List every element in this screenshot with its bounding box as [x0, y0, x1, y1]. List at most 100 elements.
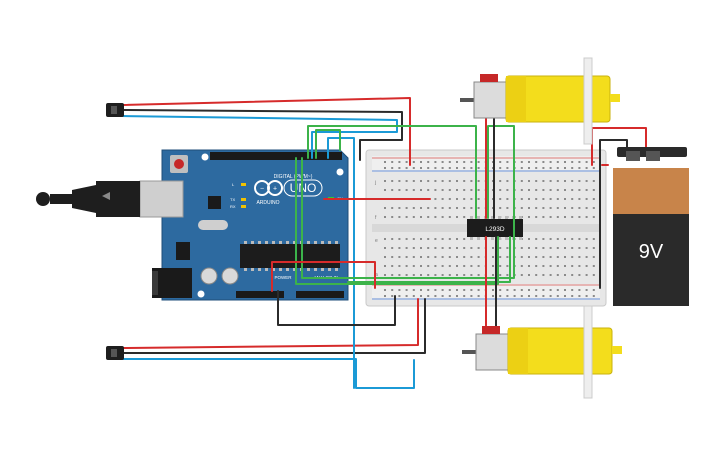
chip-pin [321, 268, 324, 271]
breadboard-hole [571, 256, 574, 258]
breadboard-hole [441, 238, 444, 240]
breadboard-hole [528, 207, 530, 209]
chip-pin [293, 268, 296, 271]
rail-hole [434, 161, 437, 163]
chip-pin [251, 241, 254, 244]
rail-hole [535, 167, 538, 169]
power-label: POWER [274, 275, 292, 280]
rail-hole [448, 167, 451, 169]
breadboard-hole [420, 189, 422, 191]
rail-hole [420, 289, 422, 291]
chip-pin [335, 241, 338, 244]
motor-shaft [583, 57, 593, 145]
breadboard-hole [549, 256, 552, 258]
breadboard-hole [384, 265, 386, 267]
breadboard-hole [592, 189, 595, 191]
power-header [236, 291, 284, 298]
rail-hole [398, 167, 401, 169]
chip-pin [258, 268, 261, 271]
breadboard-hole [384, 238, 386, 240]
breadboard-hole [448, 274, 451, 276]
breadboard-hole [463, 238, 466, 240]
rail-hole [506, 289, 509, 291]
breadboard-hole [571, 180, 574, 182]
ic-pin [498, 216, 501, 219]
breadboard-hole [578, 207, 581, 209]
breadboard-hole [528, 247, 530, 249]
arduino-logo: − + [254, 180, 283, 196]
wire-black [121, 298, 426, 354]
breadboard-hole [528, 238, 530, 240]
usb-cable [36, 181, 140, 217]
breadboard-hole [542, 238, 545, 240]
usb-plug [96, 181, 140, 217]
digital-header [210, 152, 342, 160]
breadboard-hole [434, 216, 437, 218]
breadboard-hole [535, 216, 538, 218]
breadboard-hole [492, 274, 494, 276]
breadboard-hole [592, 198, 595, 200]
rail-hole [456, 289, 458, 291]
breadboard-hole [528, 265, 530, 267]
rail-hole [405, 295, 408, 297]
breadboard-hole [441, 265, 444, 267]
rail-hole [564, 289, 566, 291]
chip-pin [279, 268, 282, 271]
rail-hole [398, 289, 401, 291]
breadboard-hole [398, 216, 401, 218]
rail-hole [384, 167, 386, 169]
breadboard-hole [499, 189, 502, 191]
rail-hole [542, 167, 545, 169]
breadboard-hole [535, 265, 538, 267]
dc-power-jack[interactable] [152, 268, 192, 298]
breadboard-hole [456, 180, 458, 182]
voltage-regulator [176, 242, 190, 260]
chip-pin [328, 241, 331, 244]
breadboard-hole [549, 180, 552, 182]
reset-button-cap[interactable] [174, 159, 184, 169]
breadboard-hole [520, 189, 523, 191]
wire-blue [121, 115, 398, 159]
svg-text:−: − [260, 186, 264, 193]
breadboard-hole [391, 265, 394, 267]
breadboard-hole [506, 256, 509, 258]
rail-hole [592, 161, 595, 163]
rail-hole [578, 167, 581, 169]
breadboard-hole [506, 189, 509, 191]
breadboard-hole [477, 207, 480, 209]
breadboard-hole [391, 274, 394, 276]
breadboard-hole [520, 198, 523, 200]
wire-green [295, 157, 499, 285]
rail-hole [492, 289, 494, 291]
rail-hole [492, 295, 494, 297]
breadboard-hole [564, 238, 566, 240]
breadboard-hole [520, 247, 523, 249]
breadboard-hole [456, 247, 458, 249]
breadboard-hole [448, 247, 451, 249]
breadboard-hole [571, 238, 574, 240]
breadboard-hole [556, 180, 559, 182]
breadboard-hole [448, 216, 451, 218]
breadboard-hole [585, 198, 588, 200]
breadboard-hole [549, 274, 552, 276]
motor-shaft [583, 305, 593, 399]
capacitor [221, 267, 239, 285]
rail-hole [434, 295, 437, 297]
rail-hole [520, 167, 523, 169]
breadboard-hole [398, 265, 401, 267]
row-letter: e [375, 238, 378, 244]
rail-hole [391, 295, 394, 297]
breadboard-hole [564, 180, 566, 182]
chip-pin [279, 241, 282, 244]
breadboard-hole [405, 189, 408, 191]
ic-pin [491, 216, 494, 219]
mounting-hole [197, 290, 205, 298]
breadboard-hole [441, 247, 444, 249]
breadboard-hole [528, 198, 530, 200]
usb-port[interactable] [139, 180, 184, 218]
breadboard-hole [564, 256, 566, 258]
rail-hole [420, 161, 422, 163]
arduino-brand: ARDUINO [256, 200, 279, 206]
rail-hole [592, 167, 595, 169]
motor-bottom [462, 305, 622, 399]
